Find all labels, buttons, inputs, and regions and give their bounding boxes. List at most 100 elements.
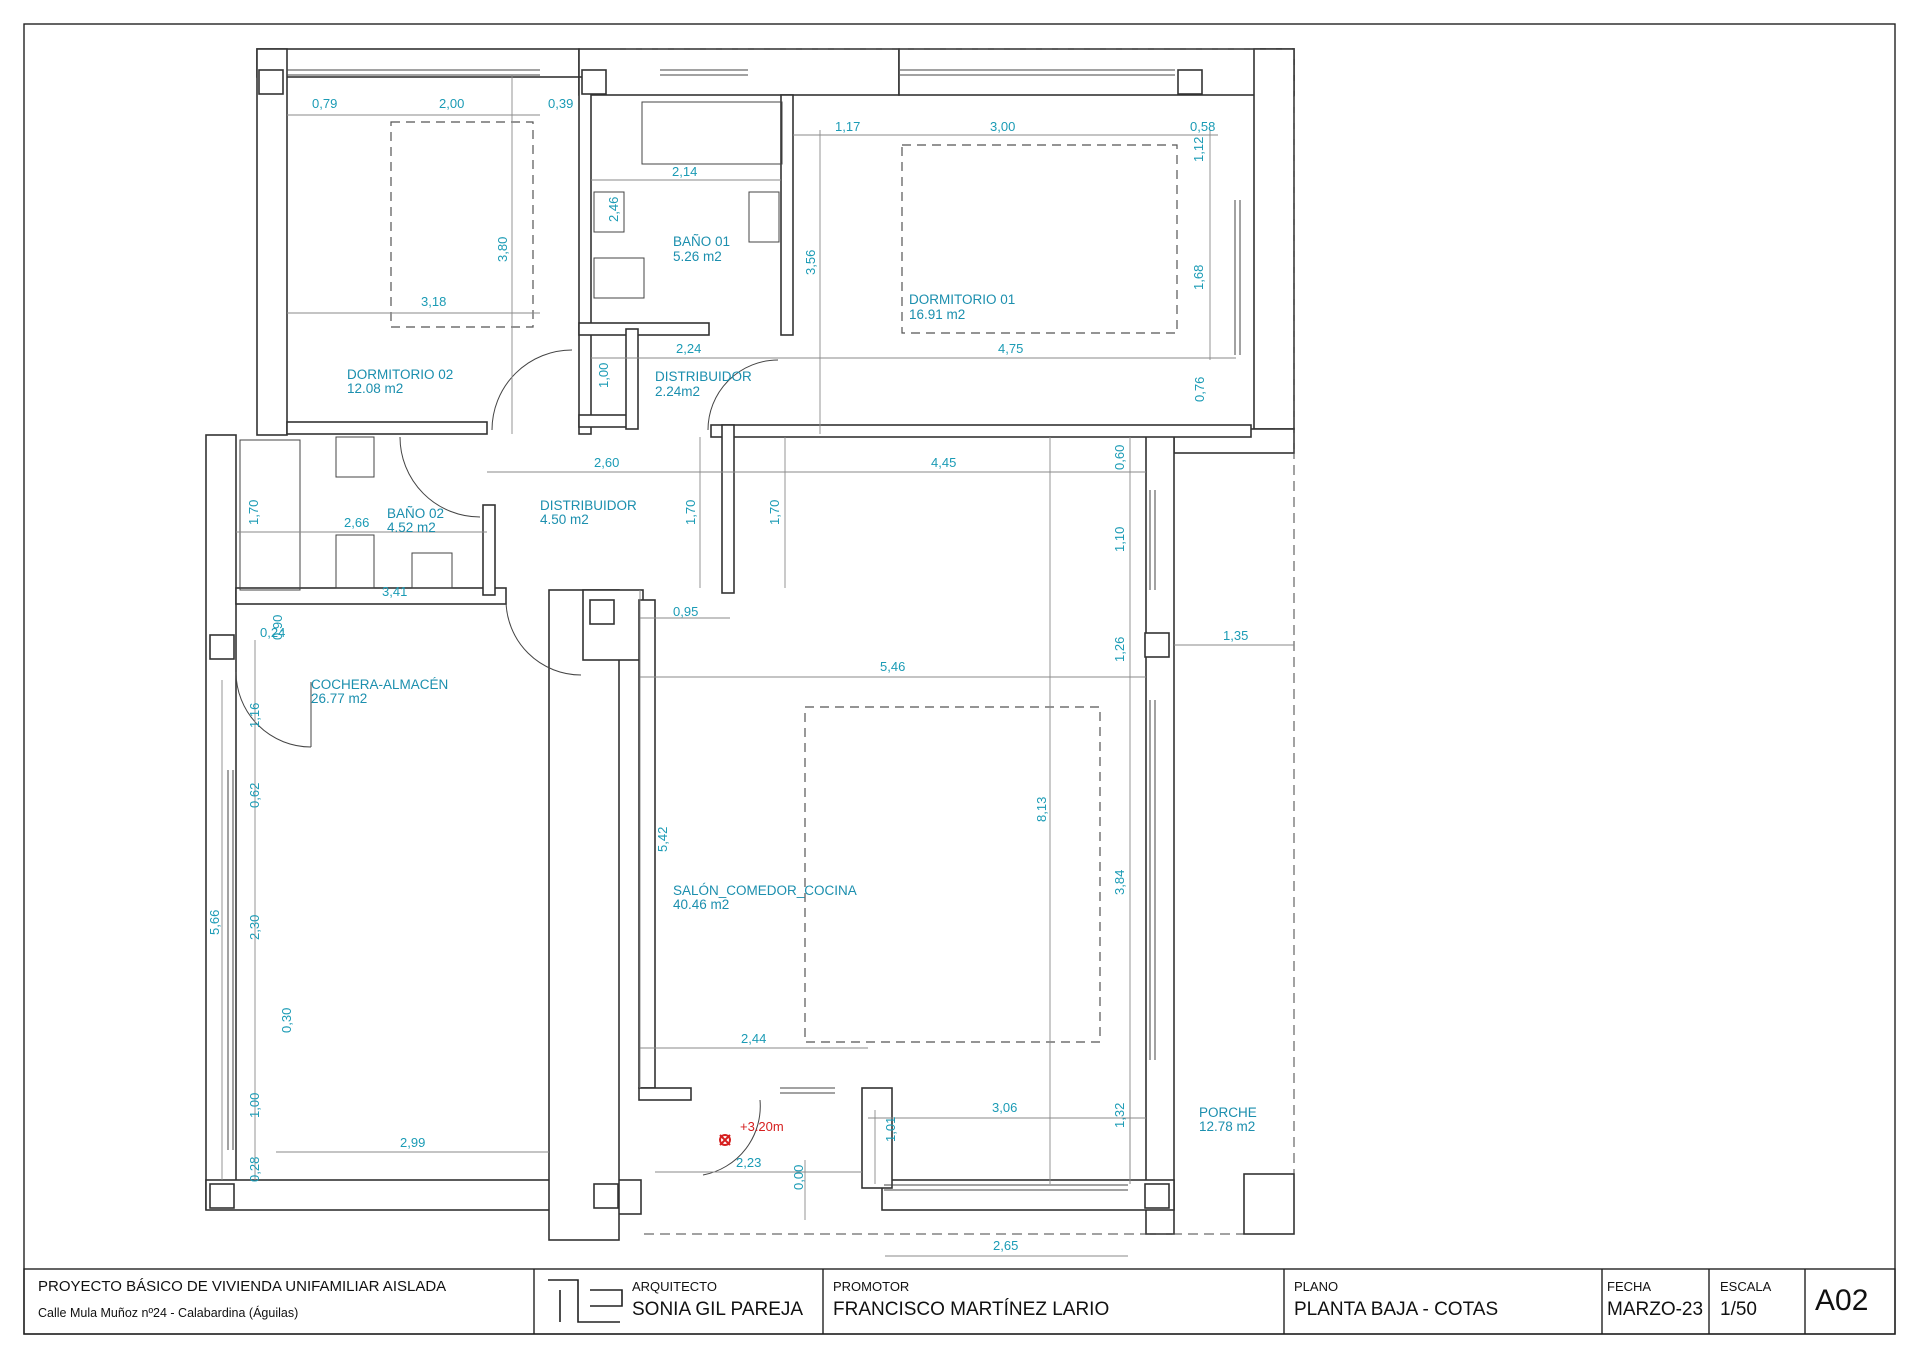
room-area: 12.78 m2 [1199, 1119, 1255, 1134]
plan-name: PLANTA BAJA - COTAS [1294, 1299, 1499, 1320]
dimension-label: 2,24 [676, 341, 701, 356]
dimension-lines [221, 75, 1294, 1257]
dimension-label: 0,00 [791, 1165, 806, 1190]
room-name: DISTRIBUIDOR [655, 369, 752, 384]
room-name: BAÑO 02 [387, 506, 444, 521]
wall [625, 328, 639, 430]
room-area: 40.46 m2 [673, 897, 729, 912]
room-name: DORMITORIO 02 [347, 367, 453, 382]
column [1144, 632, 1170, 658]
architect-label: ARQUITECTO [632, 1279, 717, 1294]
dimension-label: 0,90 [270, 615, 285, 640]
dimension-label: 1,17 [835, 119, 860, 134]
dimension-label: 0,95 [673, 604, 698, 619]
dining-table [804, 706, 1101, 1043]
level-label: +3.20m [740, 1119, 784, 1134]
dimension-label: 0,79 [312, 96, 337, 111]
sheet-number: A02 [1815, 1284, 1869, 1317]
level-marker-icon [719, 1134, 731, 1146]
wall [256, 48, 288, 436]
dimension-label: 0,39 [548, 96, 573, 111]
dimension-label: 3,00 [990, 119, 1015, 134]
dimension-label: 2,46 [606, 197, 621, 222]
dimension-label: 5,66 [207, 910, 222, 935]
room-area: 12.08 m2 [347, 381, 403, 396]
promoter-name: FRANCISCO MARTÍNEZ LARIO [833, 1299, 1110, 1320]
dimension-label: 3,41 [382, 584, 407, 599]
dimension-label: 1,10 [1112, 527, 1127, 552]
dimension-label: 1,68 [1191, 265, 1206, 290]
room-area: 4.50 m2 [540, 512, 589, 527]
dimension-label: 1,70 [767, 500, 782, 525]
dimension-label: 0,30 [279, 1008, 294, 1033]
promoter-label: PROMOTOR [833, 1279, 910, 1294]
dimension-label: 1,16 [247, 703, 262, 728]
column [209, 1183, 235, 1209]
door-swings [235, 349, 779, 1176]
fixtures [239, 101, 783, 591]
room-area: 2.24m2 [655, 384, 700, 399]
wall [1253, 48, 1295, 430]
wall [482, 504, 496, 596]
column [581, 69, 607, 95]
dimension-label: 2,99 [400, 1135, 425, 1150]
dimension-label: 3,56 [803, 250, 818, 275]
plan-label: PLANO [1294, 1279, 1339, 1294]
dimension-label: 0,62 [247, 783, 262, 808]
wall [548, 589, 620, 1241]
dimension-label: 3,84 [1112, 870, 1127, 895]
wall [1145, 428, 1175, 1235]
wall [578, 322, 710, 336]
dimension-label: 0,76 [1192, 377, 1207, 402]
floor-plan-drawing: 0,79 2,00 0,39 1,17 3,00 0,58 1,12 2,14 … [205, 48, 1295, 1257]
column [589, 599, 615, 625]
column [258, 69, 284, 95]
room-area: 4.52 m2 [387, 520, 436, 535]
bed-dormitorio-01 [901, 144, 1178, 334]
project-address: Calle Mula Muñoz nº24 - Calabardina (Águ… [38, 1306, 299, 1320]
dimension-label: 5,42 [655, 827, 670, 852]
dimension-label: 2,60 [594, 455, 619, 470]
dimension-label: 2,23 [736, 1155, 761, 1170]
dimension-label: 2,65 [993, 1238, 1018, 1253]
dimension-labels: 0,79 2,00 0,39 1,17 3,00 0,58 1,12 2,14 … [207, 96, 1248, 1253]
dimension-label: 8,13 [1034, 797, 1049, 822]
room-area: 5.26 m2 [673, 249, 722, 264]
dimension-label: 3,18 [421, 294, 446, 309]
column [593, 1183, 619, 1209]
architect-logo-icon [548, 1279, 623, 1323]
title-block-frame [23, 1268, 1896, 1335]
room-name: COCHERA-ALMACÉN [311, 677, 448, 692]
dimension-label: 2,44 [741, 1031, 766, 1046]
column [209, 634, 235, 660]
wall [286, 421, 488, 435]
room-area: 26.77 m2 [311, 691, 367, 706]
room-name: BAÑO 01 [673, 234, 730, 249]
dimension-label: 2,30 [247, 915, 262, 940]
dimension-label: 1,00 [596, 363, 611, 388]
wall [578, 76, 592, 435]
level-marker: +3.20m [719, 1119, 784, 1146]
scale-value: 1/50 [1720, 1299, 1757, 1320]
project-title: PROYECTO BÁSICO DE VIVIENDA UNIFAMILIAR … [38, 1278, 447, 1295]
dimension-label: 2,66 [344, 515, 369, 530]
dimension-label: 1,70 [683, 500, 698, 525]
dimension-label: 0,24 [260, 625, 285, 640]
wall [256, 48, 580, 78]
scale-label: ESCALA [1720, 1279, 1772, 1294]
dimension-label: 1,00 [247, 1093, 262, 1118]
dimension-label: 2,14 [672, 164, 697, 179]
wall [780, 94, 794, 336]
wall [1243, 1173, 1295, 1235]
dimension-label: 0,58 [1190, 119, 1215, 134]
wall [721, 424, 735, 594]
date-value: MARZO-23 [1607, 1299, 1704, 1320]
dimension-label: 1,70 [246, 500, 261, 525]
date-label: FECHA [1607, 1279, 1652, 1294]
room-labels: DORMITORIO 02 12.08 m2 BAÑO 01 5.26 m2 D… [311, 234, 1257, 1134]
porch-outline [610, 48, 1295, 1235]
wall [205, 1179, 552, 1211]
wall [638, 1087, 692, 1101]
